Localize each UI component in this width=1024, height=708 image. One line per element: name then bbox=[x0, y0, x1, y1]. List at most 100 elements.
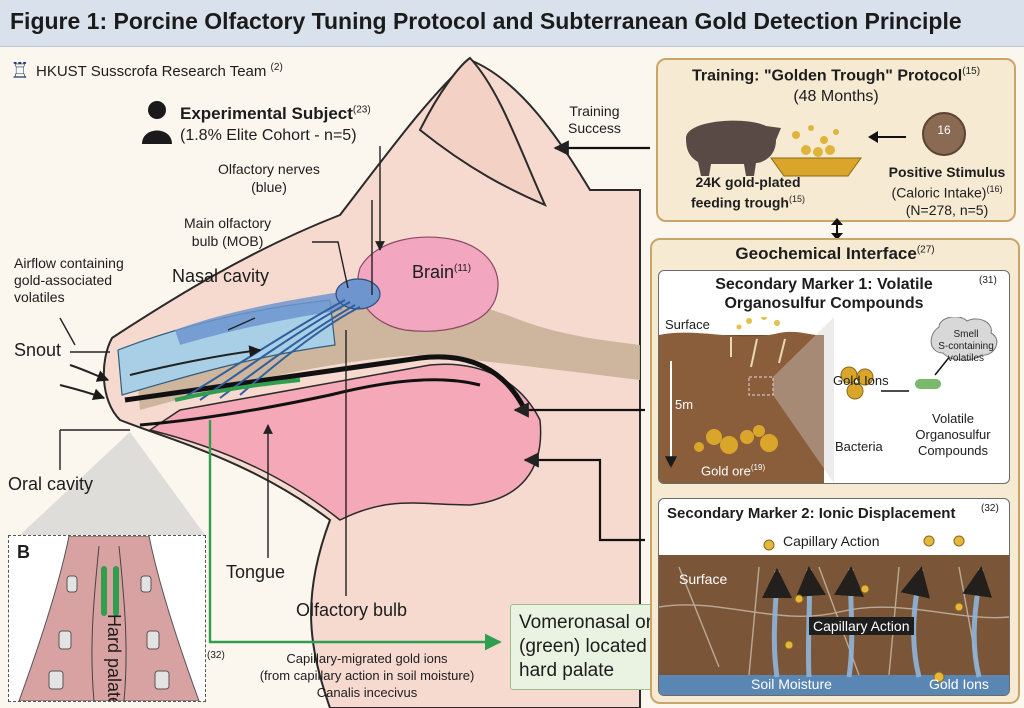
m1-cloud-line2: S-containing bbox=[938, 341, 994, 352]
airflow-line3: volatiles bbox=[14, 289, 65, 305]
m1-voc: Volatile Organosulfur Compounds bbox=[903, 411, 1003, 459]
capillary-ref: (32) bbox=[207, 650, 225, 661]
marker1-panel: Secondary Marker 1: Volatile Organosulfu… bbox=[658, 270, 1010, 484]
training-success-line1: Training bbox=[569, 103, 620, 119]
green-arrow bbox=[208, 420, 502, 651]
olfactory-nerves bbox=[179, 299, 361, 401]
training-success-label: Training Success bbox=[568, 103, 621, 137]
olfactory-bulb-label: Olfactory bulb bbox=[296, 600, 408, 620]
tongue-label: Tongue bbox=[226, 562, 286, 582]
geo-title-text: Geochemical Interface bbox=[735, 244, 917, 263]
m1-voc-line2: Organosulfur bbox=[915, 427, 991, 442]
olfactory-nerves-label: Olfactory nerves (blue) bbox=[218, 160, 320, 196]
mob-line1: Main olfactory bbox=[184, 215, 272, 231]
stimulus-ref: (16) bbox=[986, 184, 1003, 194]
person-icon bbox=[142, 101, 172, 144]
m2-gold-label: Gold Ions bbox=[929, 676, 989, 692]
figure-title: Figure 1: Porcine Olfactory Tuning Proto… bbox=[10, 8, 962, 34]
m1-gold-ions: Gold Ions bbox=[833, 373, 889, 388]
vno-line3: hard palate bbox=[519, 660, 615, 681]
geo-ref: (27) bbox=[916, 244, 935, 256]
brain-text: Brain bbox=[412, 262, 455, 282]
team-ref: (2) bbox=[270, 62, 283, 73]
stimulus-title: Positive Stimulus bbox=[888, 164, 1006, 180]
stimulus-n: (N=278, n=5) bbox=[905, 201, 989, 218]
m1-cloud: Smell S-containing volatiles bbox=[937, 329, 995, 365]
m2-surface: Surface bbox=[679, 571, 728, 587]
team-logo-icon: ♖ bbox=[10, 58, 30, 83]
olfactory-nerves-line2: (blue) bbox=[251, 179, 287, 195]
coin-number: 16 bbox=[937, 123, 951, 137]
m1-ore-text: Gold ore bbox=[701, 463, 751, 479]
m2-soil-label: Soil Moisture bbox=[751, 676, 832, 692]
training-title: Training: "Golden Trough" Protocol(15) bbox=[658, 66, 1014, 85]
m2-cap-mid: Capillary Action bbox=[809, 617, 914, 635]
marker2-panel: Secondary Marker 2: Ionic Displacement (… bbox=[658, 498, 1010, 696]
m1-voc-line3: Compounds bbox=[917, 443, 989, 458]
m2-ref: (32) bbox=[981, 503, 999, 514]
stimulus-sub-line: (Caloric Intake)(16) bbox=[872, 181, 1022, 202]
m1-ref: (31) bbox=[979, 275, 997, 286]
brain-label: Brain(11) bbox=[412, 262, 471, 283]
airflow-line1: Airflow containing bbox=[14, 255, 124, 271]
m1-bacteria: Bacteria bbox=[835, 439, 883, 454]
gold-trough-icon bbox=[770, 125, 862, 177]
geo-title: Geochemical Interface(27) bbox=[652, 244, 1018, 264]
m1-ore-ref: (19) bbox=[750, 463, 766, 472]
capillary-line3: Canalis incecivus bbox=[316, 685, 418, 700]
trough-line2-text: feeding trough bbox=[690, 194, 789, 211]
m2-soil bbox=[659, 535, 1009, 695]
subject-ref: (23) bbox=[352, 104, 371, 116]
hard-palate-line bbox=[124, 354, 528, 412]
training-duration: (48 Months) bbox=[793, 88, 879, 105]
m1-title-line1: Secondary Marker 1: Volatile bbox=[715, 276, 933, 293]
bidirectional-arrow bbox=[831, 218, 843, 240]
inset-wedge bbox=[20, 432, 205, 535]
mob-label: Main olfactory bulb (MOB) bbox=[184, 214, 271, 250]
snout-label: Snout bbox=[14, 340, 62, 360]
subject-cohort: (1.8% Elite Cohort - n=5) bbox=[180, 127, 357, 144]
vno-line1: Vomeronasal organ bbox=[519, 612, 684, 633]
left-arrow-icon bbox=[868, 131, 906, 143]
trough-label: 24K gold-plated feeding trough(15) bbox=[678, 174, 818, 212]
mob-shape bbox=[335, 278, 381, 310]
training-panel: Training: "Golden Trough" Protocol(15) (… bbox=[656, 58, 1016, 222]
olfactory-nerves-line1: Olfactory nerves bbox=[218, 161, 320, 177]
coin-icon bbox=[922, 112, 966, 156]
m1-cloud-line3: volatiles bbox=[947, 353, 985, 364]
capillary-note: Capillary-migrated gold ions (from capil… bbox=[232, 650, 502, 701]
capillary-line1: Capillary-migrated gold ions bbox=[286, 651, 448, 666]
m1-cloud-line1: Smell bbox=[953, 329, 979, 340]
ear bbox=[418, 56, 547, 207]
title-bar: Figure 1: Porcine Olfactory Tuning Proto… bbox=[0, 0, 1024, 47]
m2-arrow bbox=[523, 452, 645, 542]
stimulus-label: Positive Stimulus (Caloric Intake)(16) (… bbox=[872, 164, 1022, 219]
training-title-ref: (15) bbox=[962, 66, 981, 77]
m1-ore: Gold ore(19) bbox=[701, 463, 765, 478]
inset-label: Hard palate bbox=[104, 614, 124, 702]
inset-letter: B bbox=[17, 542, 30, 562]
team-label: HKUST Susscrofa Research Team (2) bbox=[36, 62, 283, 80]
stimulus-sub: (Caloric Intake) bbox=[891, 184, 987, 201]
subject-title: Experimental Subject(23) bbox=[180, 104, 371, 124]
capillary-line2: (from capillary action in soil moisture) bbox=[259, 668, 475, 683]
m1-title: Secondary Marker 1: Volatile Organosulfu… bbox=[659, 275, 989, 313]
m1-voc-line1: Volatile bbox=[932, 411, 974, 426]
subject-title-text: Experimental Subject bbox=[180, 104, 353, 123]
training-title-text: Training: "Golden Trough" Protocol bbox=[691, 67, 963, 85]
airflow-label: Airflow containing gold-associated volat… bbox=[14, 255, 124, 306]
inset-b: B Hard palate bbox=[8, 535, 206, 702]
training-success-line2: Success bbox=[568, 120, 621, 136]
brain-ref: (11) bbox=[454, 263, 472, 274]
pig-head-diagram bbox=[20, 56, 650, 708]
nasal-cavity-label: Nasal cavity bbox=[172, 266, 270, 286]
trough-line1: 24K gold-plated bbox=[695, 174, 801, 190]
airflow-line2: gold-associated bbox=[14, 272, 113, 288]
m1-depth: 5m bbox=[675, 397, 694, 412]
upper-nasal bbox=[175, 292, 342, 345]
brain bbox=[357, 236, 499, 332]
team-name: HKUST Susscrofa Research Team bbox=[36, 63, 267, 80]
mob-line2: bulb (MOB) bbox=[191, 233, 264, 249]
m2-title: Secondary Marker 2: Ionic Displacement bbox=[667, 505, 956, 522]
